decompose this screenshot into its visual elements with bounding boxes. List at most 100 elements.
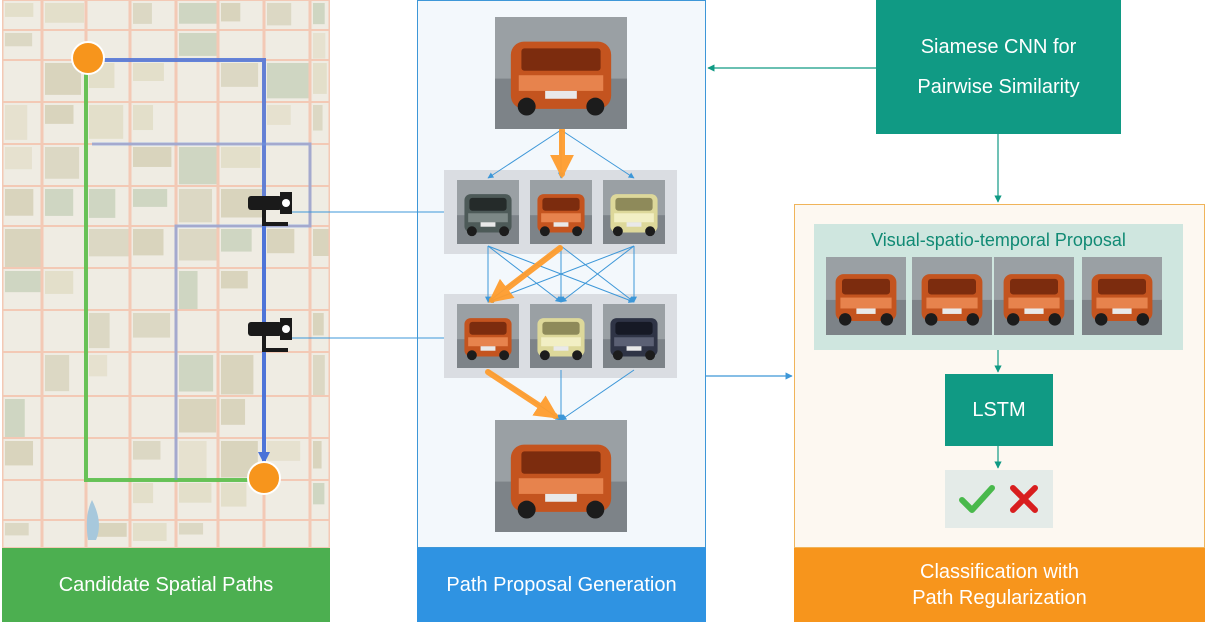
map-land-block [89, 313, 110, 349]
map-land-block [5, 399, 25, 439]
map-land-block [313, 3, 325, 25]
proposal-label: Visual-spatio-temporal Proposal [871, 230, 1126, 250]
map-water [86, 500, 99, 540]
surveillance-camera-icon [248, 318, 292, 352]
map-land-block [267, 229, 295, 254]
lstm-box: LSTM [945, 374, 1053, 446]
car-image-proposal-3 [1082, 257, 1162, 335]
car-image-proposal-0 [826, 257, 906, 335]
map-land-block [5, 441, 34, 466]
map-land-block [133, 313, 171, 338]
map-land-block [313, 355, 325, 397]
map-land-block [89, 189, 116, 218]
start-node [71, 41, 105, 75]
result-box [945, 470, 1053, 528]
siamese-cnn-box: Siamese CNN for Pairwise Similarity [876, 0, 1121, 134]
map-land-block [221, 399, 246, 425]
blue-route-branch-a [92, 142, 312, 480]
map-land-block [221, 271, 248, 289]
map-land-block [221, 147, 261, 168]
edge-layer2-2-to-target [560, 369, 635, 421]
map-land-block [267, 63, 310, 99]
map-land-block [179, 441, 207, 481]
map-land-block [133, 105, 154, 131]
map-land-block [221, 3, 241, 22]
map-land-block [133, 147, 172, 167]
map-land-block [221, 483, 247, 507]
map-land-block [5, 105, 28, 140]
map-land-block [45, 355, 70, 392]
map-land-block [179, 189, 213, 223]
map-land-block [5, 189, 34, 216]
car-image-layer1-1 [530, 180, 592, 244]
map-land-block [313, 441, 322, 469]
map-land-block [313, 229, 330, 256]
car-image-layer2-1 [530, 304, 592, 368]
map-land-block [267, 441, 301, 461]
map-land-block [5, 3, 34, 17]
map-land-block [179, 399, 217, 433]
caption-classification: Classification with Path Regularization [794, 548, 1205, 622]
edge-query-to-layer1-0 [487, 129, 562, 179]
map-land-block [179, 229, 219, 261]
green-route [84, 60, 260, 482]
map-land-block [221, 355, 254, 395]
map-land-block [133, 63, 164, 82]
map-land-block [133, 483, 154, 504]
map-land-block [179, 147, 219, 185]
end-node [247, 461, 281, 495]
selected-path [485, 127, 574, 419]
map-land-block [5, 147, 32, 170]
map-land-block [45, 189, 74, 216]
map-land-block [89, 229, 131, 257]
map-land-block [313, 105, 323, 131]
map-land-block [45, 105, 74, 124]
map-land-block [179, 33, 217, 56]
map-land-block [5, 523, 29, 536]
caption-classification-line-1: Classification with [920, 561, 1079, 583]
cross-icon [1010, 485, 1038, 513]
map-land-block [45, 3, 84, 23]
map-land-block [179, 3, 217, 24]
car-image-proposal-2 [994, 257, 1074, 335]
map-land-block [133, 523, 167, 541]
map-land-block [179, 523, 204, 535]
map-land-block [313, 313, 324, 336]
car-image-layer1-2 [603, 180, 665, 244]
surveillance-camera-icon [248, 192, 292, 226]
map-land-blocks [5, 3, 330, 541]
map-land-block [133, 441, 161, 460]
map-land-block [133, 229, 164, 256]
map-land-block [313, 63, 327, 94]
edge-layer1-2-to-layer2-1 [560, 245, 635, 303]
edge-query-to-layer1-2 [560, 129, 635, 179]
map-land-block [45, 147, 80, 179]
siamese-line-2: Pairwise Similarity [917, 76, 1080, 98]
caption-path-proposal-generation: Path Proposal Generation [417, 548, 706, 622]
caption-classification-line-2: Path Regularization [912, 587, 1087, 609]
map-land-block [221, 63, 259, 87]
map-land-block [313, 483, 325, 505]
map-land-block [133, 189, 168, 207]
map-land-block [179, 355, 214, 392]
map-land-block [179, 271, 198, 311]
map-land-block [45, 271, 74, 294]
map-land-block [5, 33, 33, 47]
map-graphic [2, 0, 330, 548]
map-land-block [5, 271, 43, 293]
check-icon [959, 485, 995, 513]
map-land-block [267, 105, 291, 125]
map-land-block [5, 229, 42, 269]
map-land-block [313, 33, 326, 59]
car-image-query [495, 17, 627, 129]
caption-candidate-spatial-paths: Candidate Spatial Paths [2, 548, 330, 622]
car-thumbnails [457, 17, 1162, 532]
car-image-layer2-0 [457, 304, 519, 368]
map-land-block [221, 229, 252, 252]
car-image-layer1-0 [457, 180, 519, 244]
selected-path-edge-3 [485, 369, 560, 419]
car-image-proposal-1 [912, 257, 992, 335]
map-land-block [267, 3, 292, 26]
route-arrowhead-blue [258, 452, 270, 464]
